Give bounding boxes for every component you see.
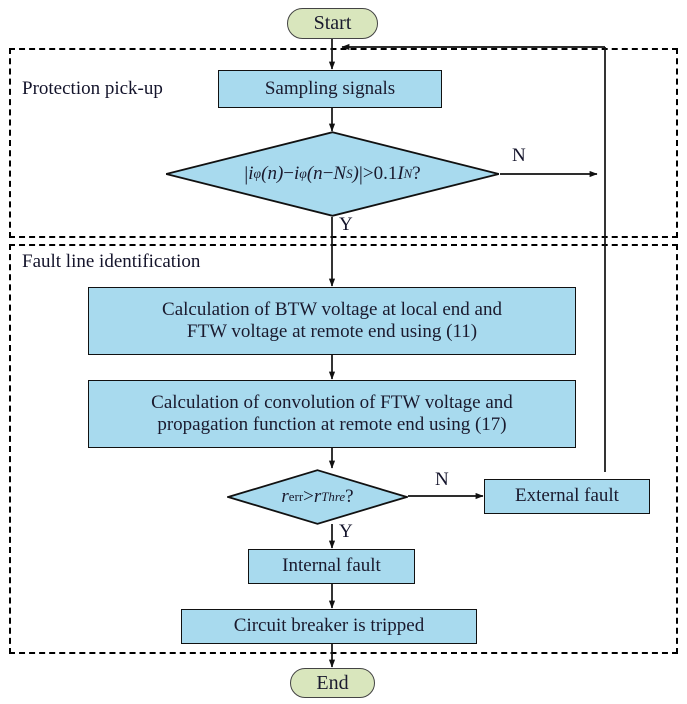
edge-label-pickup-yes: Y	[339, 214, 353, 235]
region-label-protection-pickup: Protection pick-up	[22, 78, 163, 99]
node-calc-convolution[interactable]: Calculation of convolution of FTW voltag…	[88, 380, 576, 448]
node-internal-fault[interactable]: Internal fault	[248, 549, 415, 584]
node-end-label: End	[316, 671, 349, 694]
node-external-fault[interactable]: External fault	[484, 479, 650, 514]
edge-label-r-no: N	[435, 469, 449, 490]
edge-label-r-yes: Y	[339, 521, 353, 542]
region-label-fault-line-identification: Fault line identification	[22, 251, 201, 272]
node-calc-btw-line2: FTW voltage at remote end using (11)	[186, 321, 478, 342]
node-calc-convolution-line2: propagation function at remote end using…	[157, 414, 507, 435]
node-sampling-signals[interactable]: Sampling signals	[218, 70, 442, 108]
node-internal-fault-label: Internal fault	[282, 555, 381, 577]
node-start-label: Start	[313, 12, 352, 34]
node-calc-btw[interactable]: Calculation of BTW voltage at local end …	[88, 287, 576, 355]
node-circuit-breaker-label: Circuit breaker is tripped	[233, 615, 425, 637]
node-external-fault-label: External fault	[515, 485, 619, 507]
r-threshold-decision-shape	[227, 469, 408, 525]
node-calc-convolution-line1: Calculation of convolution of FTW voltag…	[151, 391, 513, 413]
region-fault-line-identification	[9, 244, 678, 654]
pickup-decision-shape	[165, 131, 500, 217]
node-calc-btw-line1: Calculation of BTW voltage at local end …	[162, 298, 502, 320]
edge-label-pickup-no: N	[512, 145, 526, 166]
node-end[interactable]: End	[290, 668, 375, 698]
node-sampling-signals-label: Sampling signals	[264, 77, 396, 99]
node-start[interactable]: Start	[287, 8, 378, 39]
node-circuit-breaker[interactable]: Circuit breaker is tripped	[181, 609, 477, 644]
